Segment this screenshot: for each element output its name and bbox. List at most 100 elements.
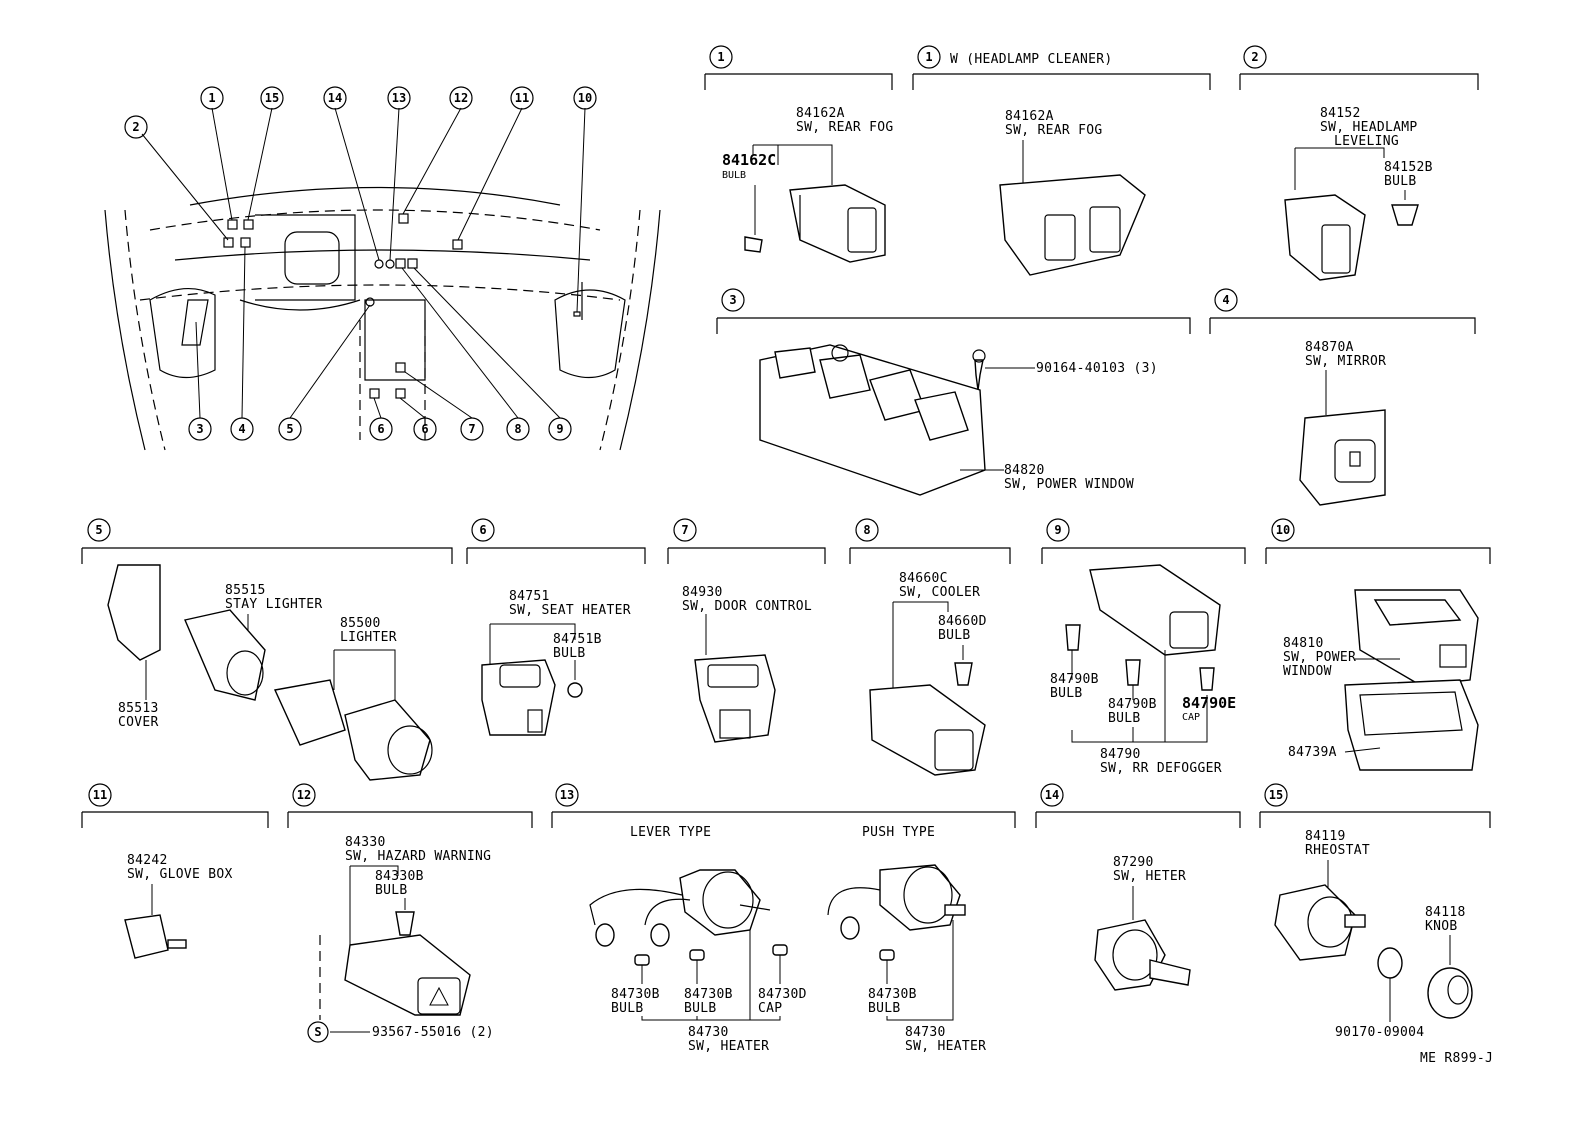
svg-text:8: 8	[514, 422, 521, 436]
svg-text:12: 12	[297, 788, 311, 802]
svg-text:14: 14	[328, 91, 342, 105]
svg-text:84730: 84730	[905, 1025, 946, 1040]
callout-8: 8	[506, 417, 530, 441]
svg-text:BULB: BULB	[1108, 711, 1141, 726]
section-11-glove-box: 11 84242 SW, GLOVE BOX	[81, 783, 269, 959]
nut-icon	[1377, 947, 1403, 979]
svg-text:7: 7	[468, 422, 475, 436]
bulb-icon	[567, 682, 583, 698]
svg-text:84660D: 84660D	[938, 614, 987, 629]
section-7-door-control: 7 84930 SW, DOOR CONTROL	[667, 518, 826, 743]
svg-text:84739A: 84739A	[1288, 745, 1337, 760]
glove-box-switch-icon	[124, 914, 169, 959]
svg-text:93567-55016 (2): 93567-55016 (2)	[372, 1025, 494, 1040]
callout-1: 1	[200, 86, 224, 110]
knob-icon	[1427, 967, 1473, 1019]
svg-text:11: 11	[515, 91, 529, 105]
svg-text:4: 4	[238, 422, 245, 436]
svg-text:4: 4	[1222, 293, 1229, 307]
svg-text:SW, POWER WINDOW: SW, POWER WINDOW	[1004, 477, 1134, 492]
diagram-code: ME R899-J	[1420, 1051, 1493, 1066]
callout-6a: 6	[369, 417, 393, 441]
svg-text:BULB: BULB	[375, 883, 408, 898]
svg-text:BULB: BULB	[868, 1001, 901, 1016]
svg-text:5: 5	[286, 422, 293, 436]
svg-text:3: 3	[729, 293, 736, 307]
svg-text:SW, GLOVE BOX: SW, GLOVE BOX	[127, 867, 233, 882]
door-control-switch-icon	[694, 654, 776, 743]
svg-text:84790: 84790	[1100, 747, 1141, 762]
svg-text:WINDOW: WINDOW	[1283, 664, 1332, 679]
svg-text:5: 5	[95, 523, 102, 537]
svg-text:SW, POWER: SW, POWER	[1283, 650, 1356, 665]
cooler-switch-icon	[869, 684, 986, 776]
callout-14: 14	[323, 86, 347, 110]
svg-text:9: 9	[556, 422, 563, 436]
svg-text:SW, REAR FOG: SW, REAR FOG	[796, 120, 894, 135]
bulb-icon	[1065, 624, 1081, 651]
svg-text:6: 6	[421, 422, 428, 436]
svg-text:BULB: BULB	[722, 170, 746, 181]
svg-text:84119: 84119	[1305, 829, 1346, 844]
cap-icon	[1199, 667, 1215, 691]
svg-text:CAP: CAP	[758, 1001, 782, 1016]
svg-text:84118: 84118	[1425, 905, 1466, 920]
callout-5: 5	[278, 417, 302, 441]
svg-text:11: 11	[93, 788, 107, 802]
svg-text:90164-40103 (3): 90164-40103 (3)	[1036, 361, 1158, 376]
heater-switch-icon	[1094, 919, 1166, 991]
svg-text:84162A: 84162A	[796, 106, 845, 121]
svg-text:84330: 84330	[345, 835, 386, 850]
svg-text:90170-09004: 90170-09004	[1335, 1025, 1424, 1040]
svg-text:85513: 85513	[118, 701, 159, 716]
heater-switch-push-icon	[879, 864, 961, 931]
svg-text:BULB: BULB	[684, 1001, 717, 1016]
bulb-icon	[744, 236, 763, 253]
svg-text:8: 8	[863, 523, 870, 537]
svg-text:84820: 84820	[1004, 463, 1045, 478]
svg-text:84790E: 84790E	[1182, 694, 1236, 712]
section-6-seat-heater: 6 84751 SW, SEAT HEATER 84751B BULB	[466, 518, 646, 736]
svg-text:LEVER TYPE: LEVER TYPE	[630, 825, 711, 840]
svg-text:SW, HEATER: SW, HEATER	[688, 1039, 769, 1054]
section-4-mirror: 4 84870A SW, MIRROR	[1209, 288, 1476, 506]
svg-text:84730B: 84730B	[868, 987, 917, 1002]
defogger-switch-icon	[1089, 564, 1221, 656]
svg-text:1: 1	[717, 50, 724, 64]
svg-text:84330B: 84330B	[375, 869, 424, 884]
cover-icon	[107, 564, 161, 661]
svg-text:84930: 84930	[682, 585, 723, 600]
svg-text:87290: 87290	[1113, 855, 1154, 870]
callout-15: 15	[260, 86, 284, 110]
svg-text:BULB: BULB	[611, 1001, 644, 1016]
section-14-heater: 14 87290 SW, HETER	[1035, 783, 1241, 991]
svg-text:85500: 85500	[340, 616, 381, 631]
svg-text:1: 1	[925, 50, 932, 64]
headlamp-leveling-switch-icon	[1284, 194, 1366, 281]
lighter-icon	[273, 679, 346, 746]
svg-text:S: S	[314, 1025, 321, 1039]
section-1-headlamp-cleaner: 1 W (HEADLAMP CLEANER) 84162A SW, REAR F…	[912, 45, 1211, 276]
callout-13: 13	[387, 86, 411, 110]
svg-text:10: 10	[578, 91, 592, 105]
svg-text:84730D: 84730D	[758, 987, 807, 1002]
callout-2: 2	[124, 115, 148, 139]
svg-text:6: 6	[479, 523, 486, 537]
section-10-power-window: 10 84810 SW, POWER WINDOW 84739A	[1265, 518, 1491, 771]
svg-text:BULB: BULB	[553, 646, 586, 661]
svg-text:COVER: COVER	[118, 715, 159, 730]
callout-9: 9	[548, 417, 572, 441]
svg-text:7: 7	[681, 523, 688, 537]
rheostat-icon	[1274, 884, 1356, 961]
callout-10: 10	[573, 86, 597, 110]
svg-text:BULB: BULB	[1050, 686, 1083, 701]
svg-text:2: 2	[132, 120, 139, 134]
cap-icon	[772, 944, 788, 956]
svg-text:W (HEADLAMP CLEANER): W (HEADLAMP CLEANER)	[950, 52, 1113, 67]
svg-text:BULB: BULB	[1384, 174, 1417, 189]
seat-heater-switch-icon	[481, 659, 556, 736]
svg-text:15: 15	[265, 91, 279, 105]
svg-text:SW, REAR FOG: SW, REAR FOG	[1005, 123, 1103, 138]
rear-fog-switch-icon	[789, 184, 886, 263]
bulb-icon	[1125, 659, 1141, 686]
